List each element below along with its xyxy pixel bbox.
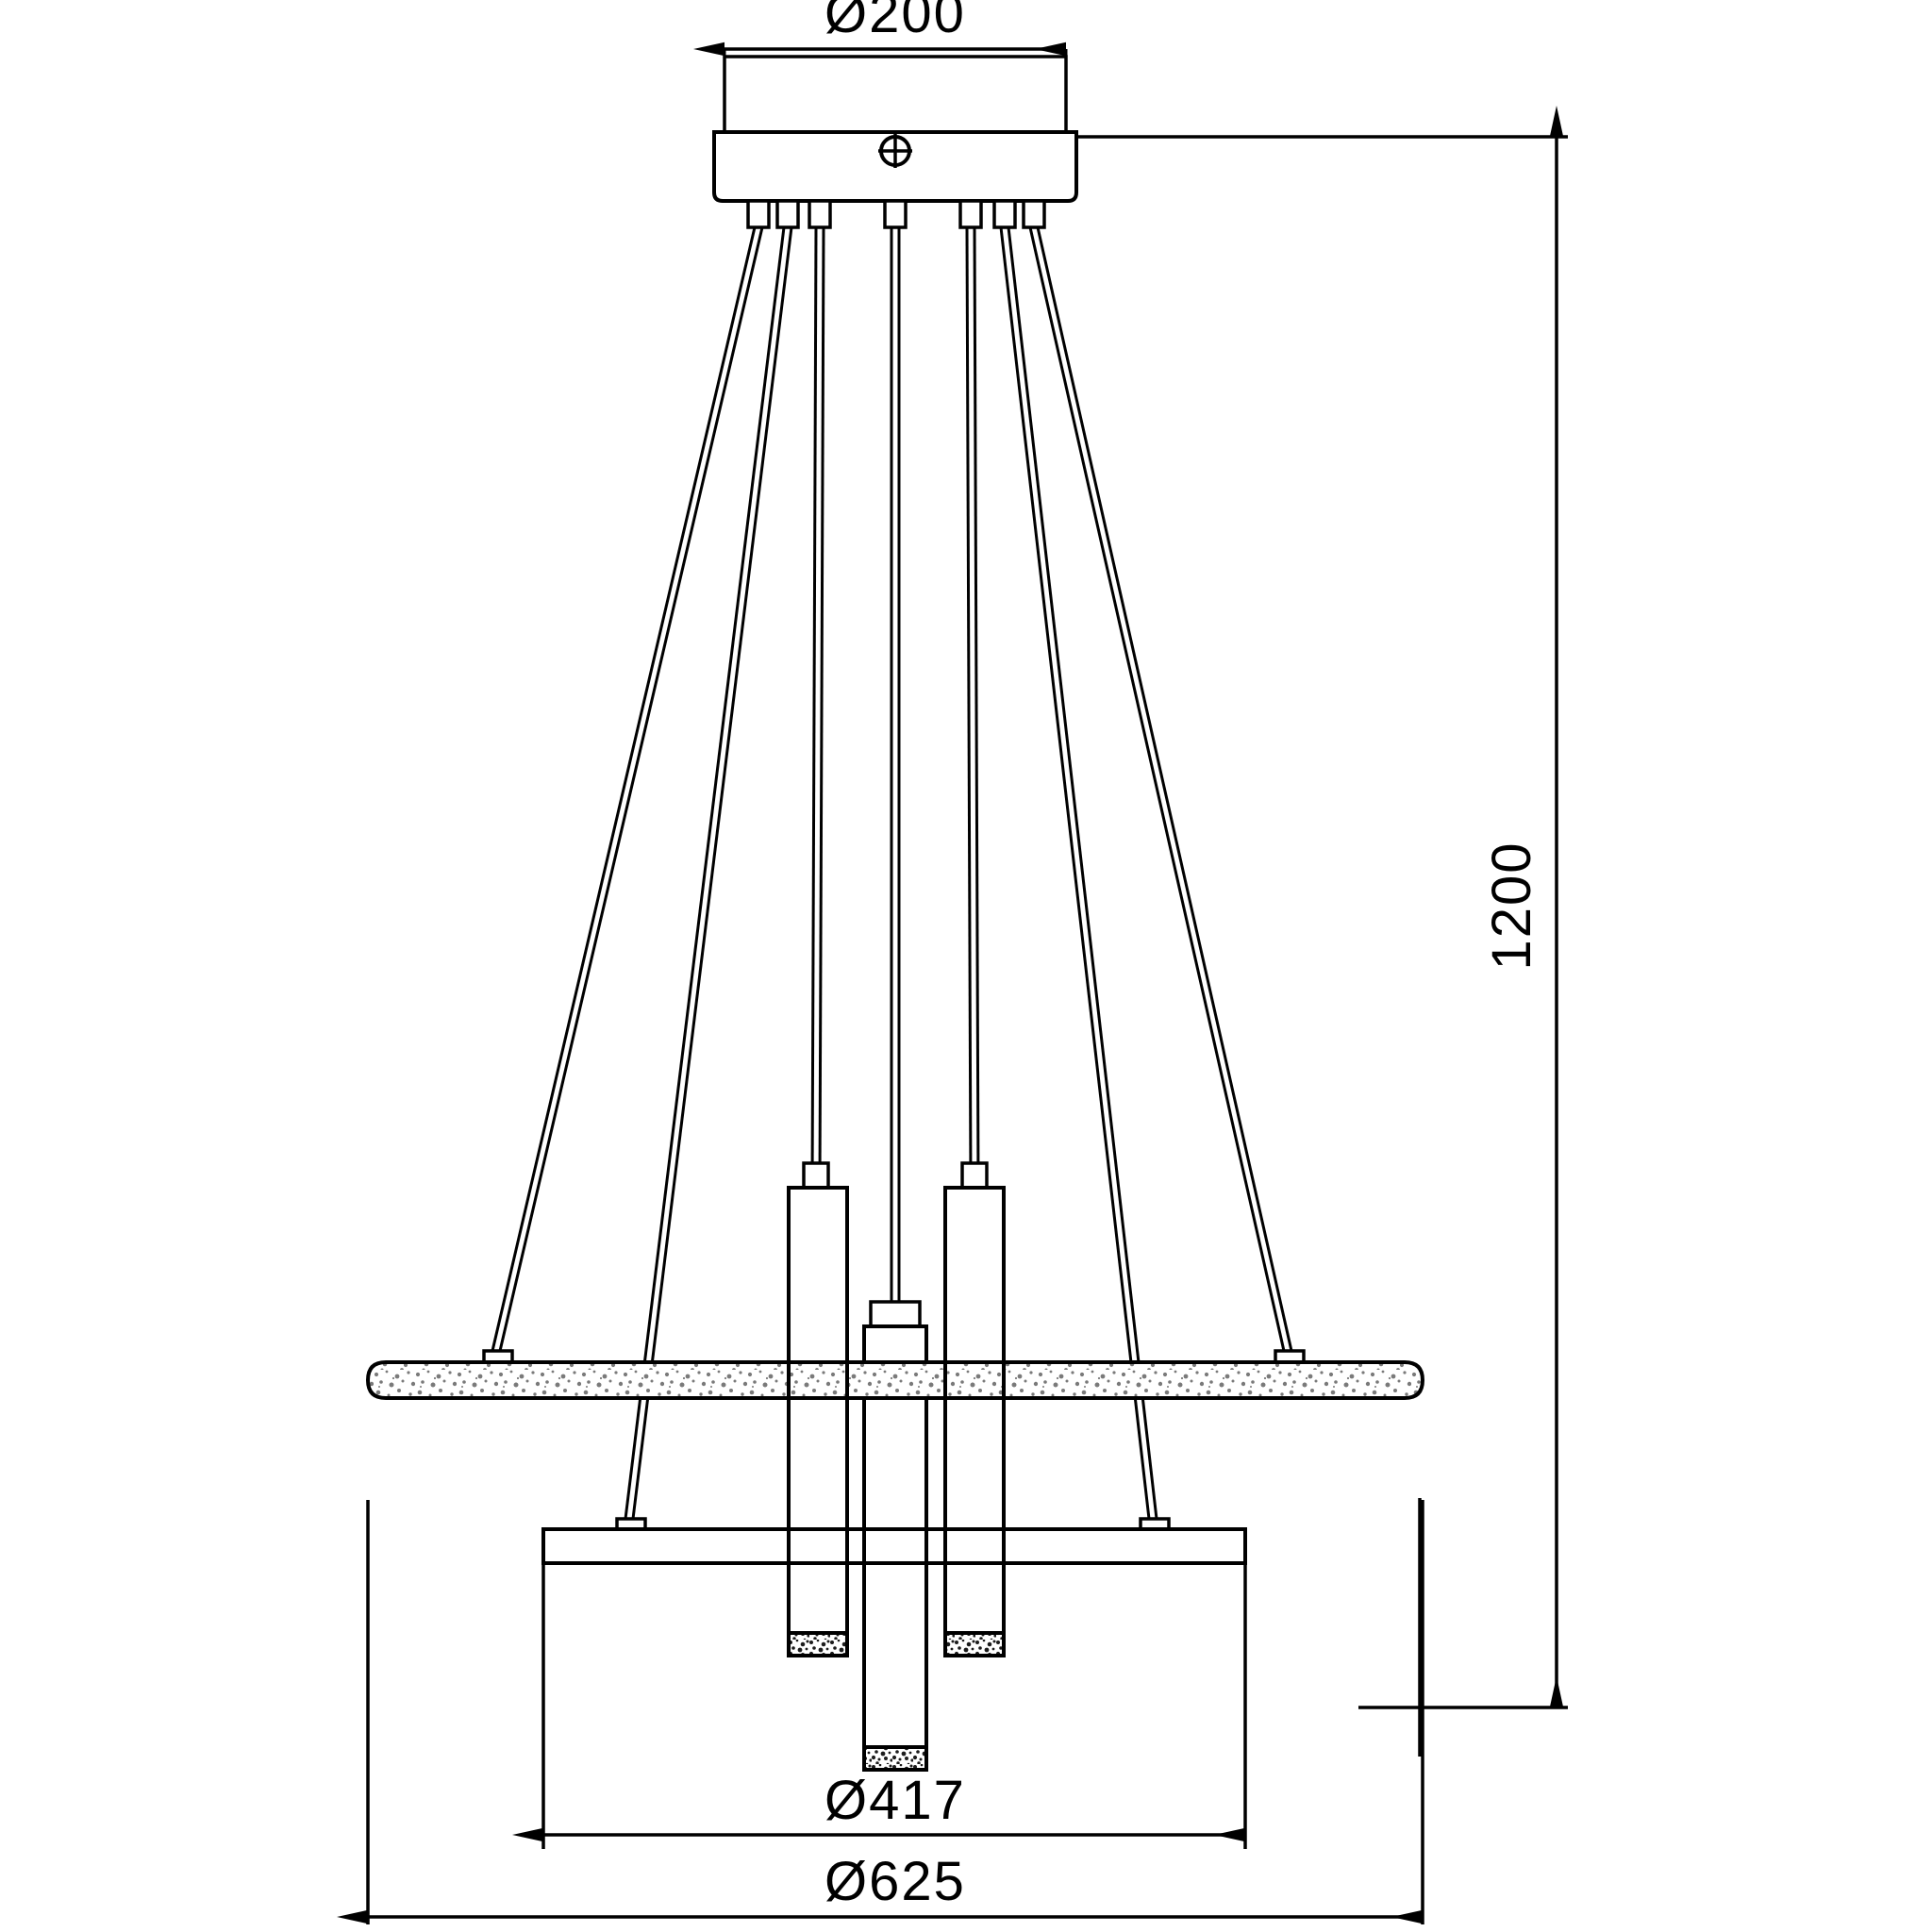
cylinder-pendant-right [943, 1161, 1006, 1657]
dimension-label-canopy-diameter: Ø200 [824, 0, 966, 44]
center-mark-crosshair [878, 134, 912, 168]
upper-glass-ring [365, 1360, 1425, 1400]
ceiling-canopy [712, 55, 1078, 203]
dimension-label-outer-ring-diameter: Ø625 [824, 1851, 966, 1912]
dimension-label-inner-ring-diameter: Ø417 [824, 1770, 966, 1831]
dimension-inner-ring-diameter [512, 1541, 1247, 1849]
cylinder-pendant-left [787, 1161, 849, 1657]
dimension-label-drop-height: 1200 [1481, 841, 1542, 970]
dimension-outer-ring-diameter [337, 1500, 1424, 1924]
tube-over-ring-overlap [787, 1362, 1006, 1563]
dimension-drop-height [1076, 106, 1568, 1757]
lower-metal-ring [541, 1527, 1247, 1565]
cable-exit-nipples [746, 199, 1046, 229]
cylinder-pendants [787, 1161, 1006, 1772]
suspension-cables [491, 226, 1293, 1520]
